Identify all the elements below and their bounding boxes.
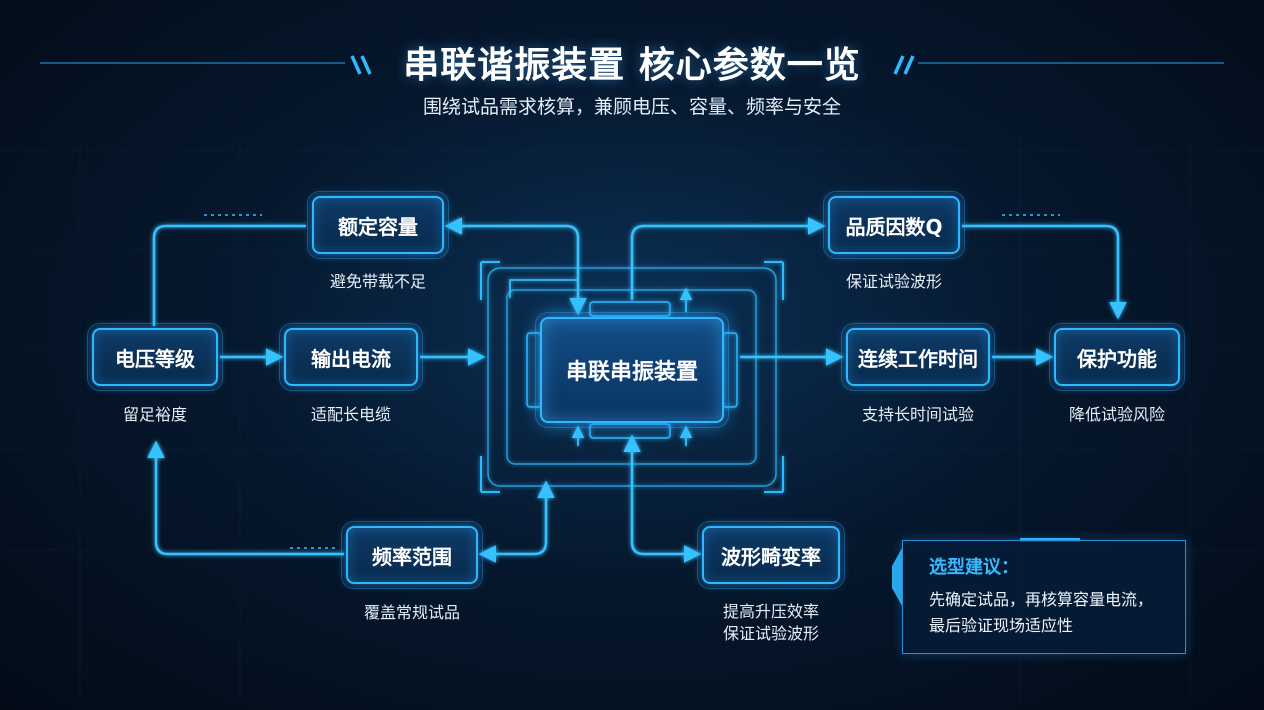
node-rated-capacity: 额定容量 xyxy=(307,191,449,259)
node-waveform-distortion: 波形畸变率 xyxy=(697,521,845,589)
caption-waveform-distortion-line2: 保证试验波形 xyxy=(722,624,819,643)
page-subtitle: 围绕试品需求核算，兼顾电压、容量、频率与安全 xyxy=(422,96,841,118)
node-output-current: 输出电流 xyxy=(279,323,423,391)
title-decoration xyxy=(40,55,1224,75)
node-voltage-level: 电压等级 xyxy=(87,323,223,391)
connector-core-distortion xyxy=(623,434,702,563)
node-core-device: 串联串振装置 xyxy=(535,312,729,428)
caption-waveform-distortion-line1: 提高升压效率 xyxy=(722,602,819,621)
caption-voltage-level: 留足裕度 xyxy=(122,405,187,424)
connectors xyxy=(147,217,1127,563)
connector-quality-protection xyxy=(962,224,1127,320)
caption-output-current: 适配长电缆 xyxy=(310,405,391,424)
node-frequency-range: 频率范围 xyxy=(341,521,483,589)
caption-continuous-time: 支持长时间试验 xyxy=(861,405,974,424)
connector-core-capacity xyxy=(444,217,587,316)
caption-quality-factor: 保证试验波形 xyxy=(845,272,942,291)
connector-core-quality xyxy=(630,217,826,300)
caption-protection: 降低试验风险 xyxy=(1068,405,1165,424)
node-continuous-time: 连续工作时间 xyxy=(841,323,995,391)
connector-capacity-voltage xyxy=(152,224,306,326)
caption-waveform-distortion: 提高升压效率 保证试验波形 xyxy=(691,601,851,645)
node-protection: 保护功能 xyxy=(1049,323,1185,391)
node-quality-factor: 品质因数Q xyxy=(823,191,965,259)
connector-frequency-core xyxy=(478,480,555,563)
connector-frequency-voltage xyxy=(147,440,344,556)
page-title: 串联谐振装置 核心参数一览 xyxy=(403,45,861,86)
advice-line-1: 先确定试品，再核算容量电流， xyxy=(929,590,1154,609)
caption-frequency-range: 覆盖常规试品 xyxy=(363,603,460,622)
selection-advice-box: 选型建议： 先确定试品，再核算容量电流， 最后验证现场适应性 xyxy=(902,540,1186,654)
advice-line-2: 最后验证现场适应性 xyxy=(929,616,1074,635)
dashed-accents xyxy=(204,214,1060,549)
advice-title: 选型建议： xyxy=(929,557,1019,578)
caption-rated-capacity: 避免带载不足 xyxy=(329,272,426,291)
